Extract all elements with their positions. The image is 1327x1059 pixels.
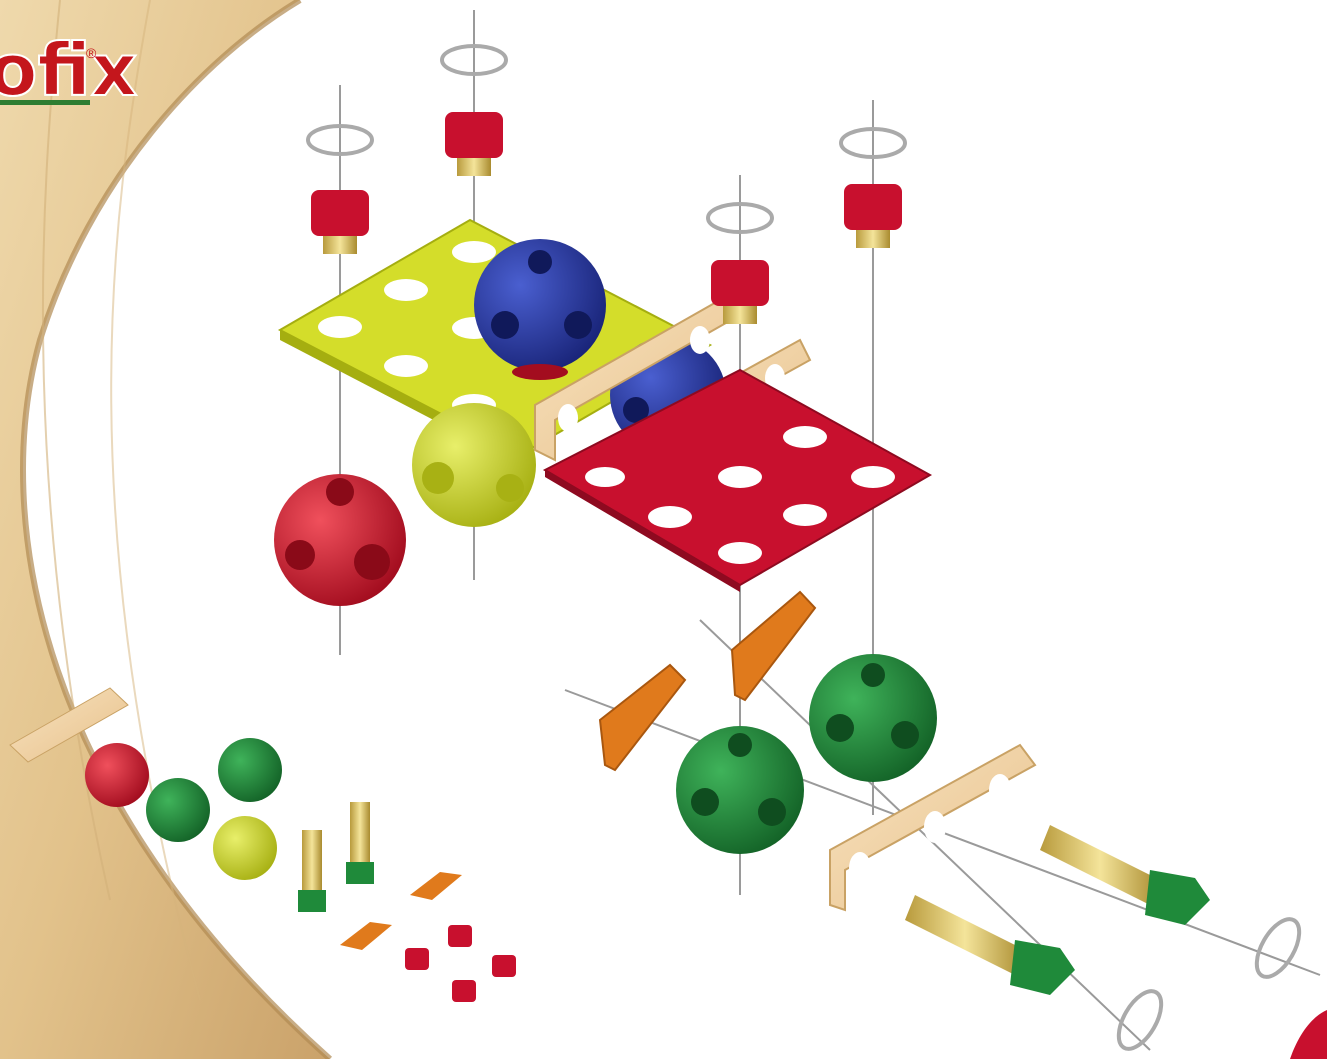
red-screw-cap-4 — [844, 184, 902, 248]
inventory-washer-1 — [410, 872, 462, 900]
inventory-yellow-cube — [213, 816, 277, 880]
registered-mark: ® — [86, 45, 97, 61]
logo-text: ofix — [0, 28, 137, 112]
red-connector-cube — [274, 474, 406, 606]
brass-bolt-with-green-nut-1 — [1040, 825, 1210, 925]
logo-underline — [0, 100, 90, 105]
green-connector-cube-1 — [809, 654, 937, 782]
orange-diamond-washer-1 — [600, 665, 685, 770]
inventory-washer-2 — [340, 922, 392, 950]
inventory-bolt-2 — [350, 802, 370, 867]
yellow-connector-cube — [412, 403, 536, 527]
brass-bolt-with-green-nut-2 — [905, 895, 1075, 995]
red-screw-cap-2 — [445, 112, 503, 176]
corner-decoration — [1290, 1010, 1327, 1059]
green-connector-cube-2 — [676, 726, 804, 854]
brand-logo: ofix ® — [0, 28, 137, 112]
inventory-bolt-1 — [302, 830, 322, 895]
orange-diamond-washer-2 — [732, 592, 815, 700]
inventory-green-cube-1 — [146, 778, 210, 842]
red-cylinder-spacer — [700, 405, 760, 445]
inventory-screw-cap-4 — [452, 980, 476, 1002]
inventory-screw-cap-1 — [405, 948, 429, 970]
inventory-screw-cap-3 — [492, 955, 516, 977]
inventory-screw-cap-2 — [448, 925, 472, 947]
inventory-red-cube — [85, 743, 149, 807]
red-screw-cap-1 — [311, 190, 369, 254]
inventory-green-cube-2 — [218, 738, 282, 802]
